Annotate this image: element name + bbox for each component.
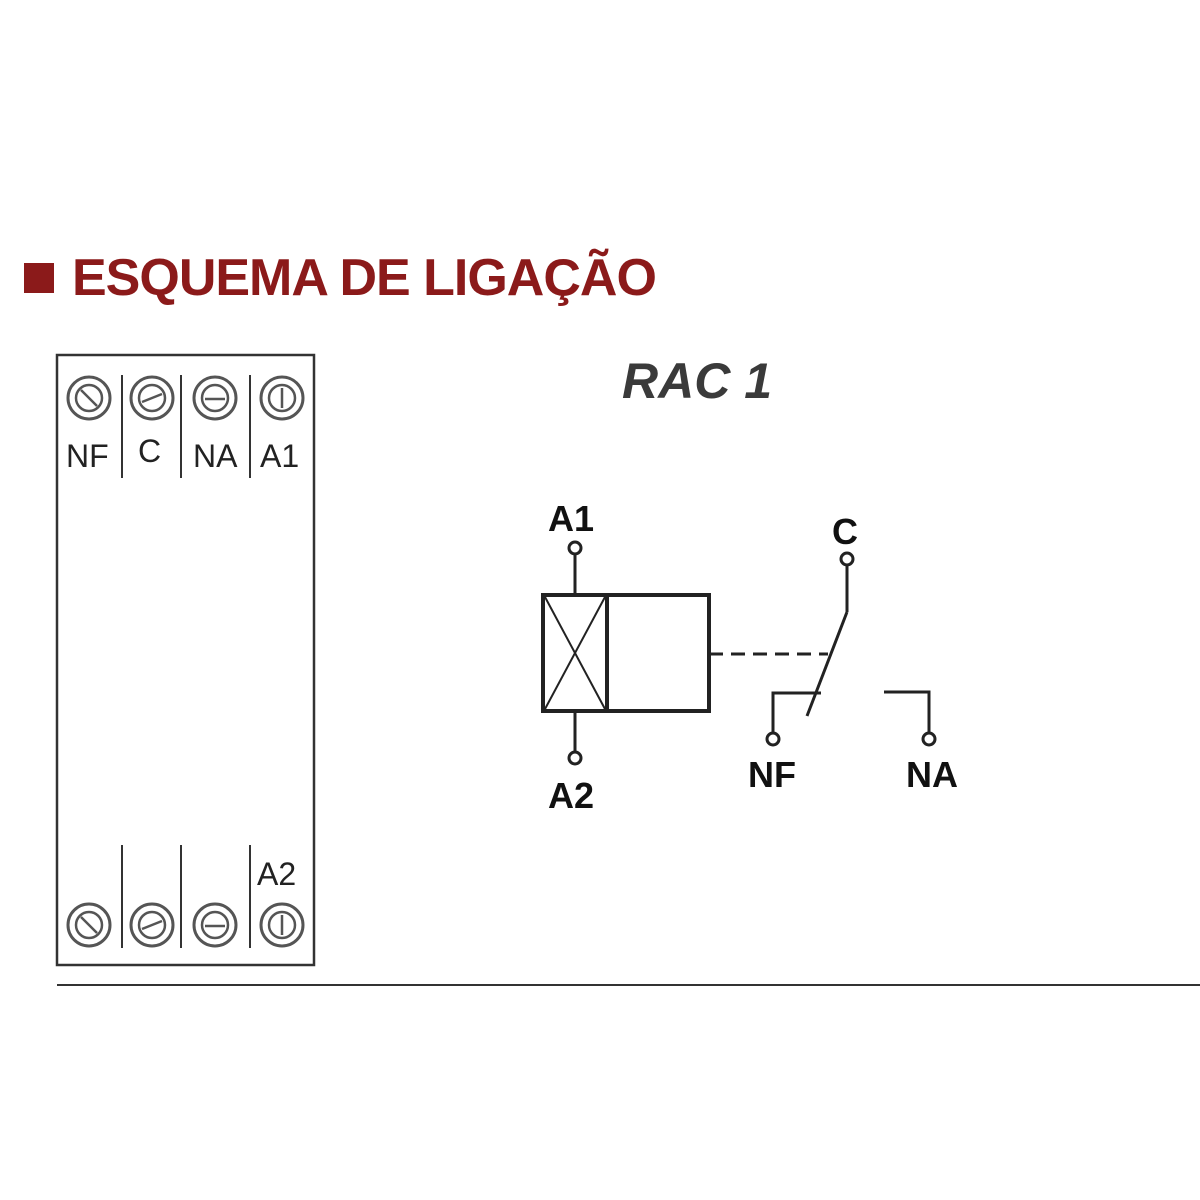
terminal-c-dot — [839, 551, 855, 567]
no-lead — [884, 690, 931, 733]
screw-terminal-icon — [192, 375, 238, 421]
schematic-label-a2: A2 — [548, 775, 595, 816]
terminal-label-nf: NF — [66, 438, 109, 474]
screw-terminal-icon — [259, 902, 305, 948]
bottom-screw-row — [66, 902, 305, 948]
screw-terminal-icon — [66, 375, 112, 421]
terminal-label-c: C — [138, 433, 162, 469]
terminal-label-na: NA — [193, 438, 238, 474]
heading-bullet-icon — [24, 263, 54, 293]
terminal-block — [55, 353, 316, 967]
nc-lead — [771, 691, 821, 733]
coil-cross — [544, 596, 606, 710]
screw-terminal-icon — [129, 375, 175, 421]
contact-blade — [805, 611, 849, 717]
terminal-nf-dot — [765, 731, 781, 747]
terminal-na-dot — [921, 731, 937, 747]
top-screw-row — [66, 375, 305, 421]
schematic-label-c: C — [832, 511, 858, 552]
schematic-label-a1: A1 — [548, 498, 595, 539]
screw-terminal-icon — [259, 375, 305, 421]
schematic-label-na: NA — [906, 754, 958, 795]
changeover-contact-symbol — [765, 551, 937, 747]
terminal-label-a2: A2 — [257, 856, 297, 892]
screw-terminal-icon — [129, 902, 175, 948]
screw-terminal-icon — [192, 902, 238, 948]
terminal-label-a1: A1 — [260, 438, 300, 474]
section-heading: ESQUEMA DE LIGAÇÃO — [72, 249, 657, 307]
relay-coil-symbol — [541, 540, 711, 766]
schematic-label-nf: NF — [748, 754, 796, 795]
terminal-block-outline — [55, 353, 316, 967]
model-title: RAC 1 — [622, 353, 773, 409]
terminal-a2-dot — [567, 750, 583, 766]
screw-terminal-icon — [66, 902, 112, 948]
coil-housing — [541, 593, 711, 713]
terminal-a1-dot — [567, 540, 583, 556]
